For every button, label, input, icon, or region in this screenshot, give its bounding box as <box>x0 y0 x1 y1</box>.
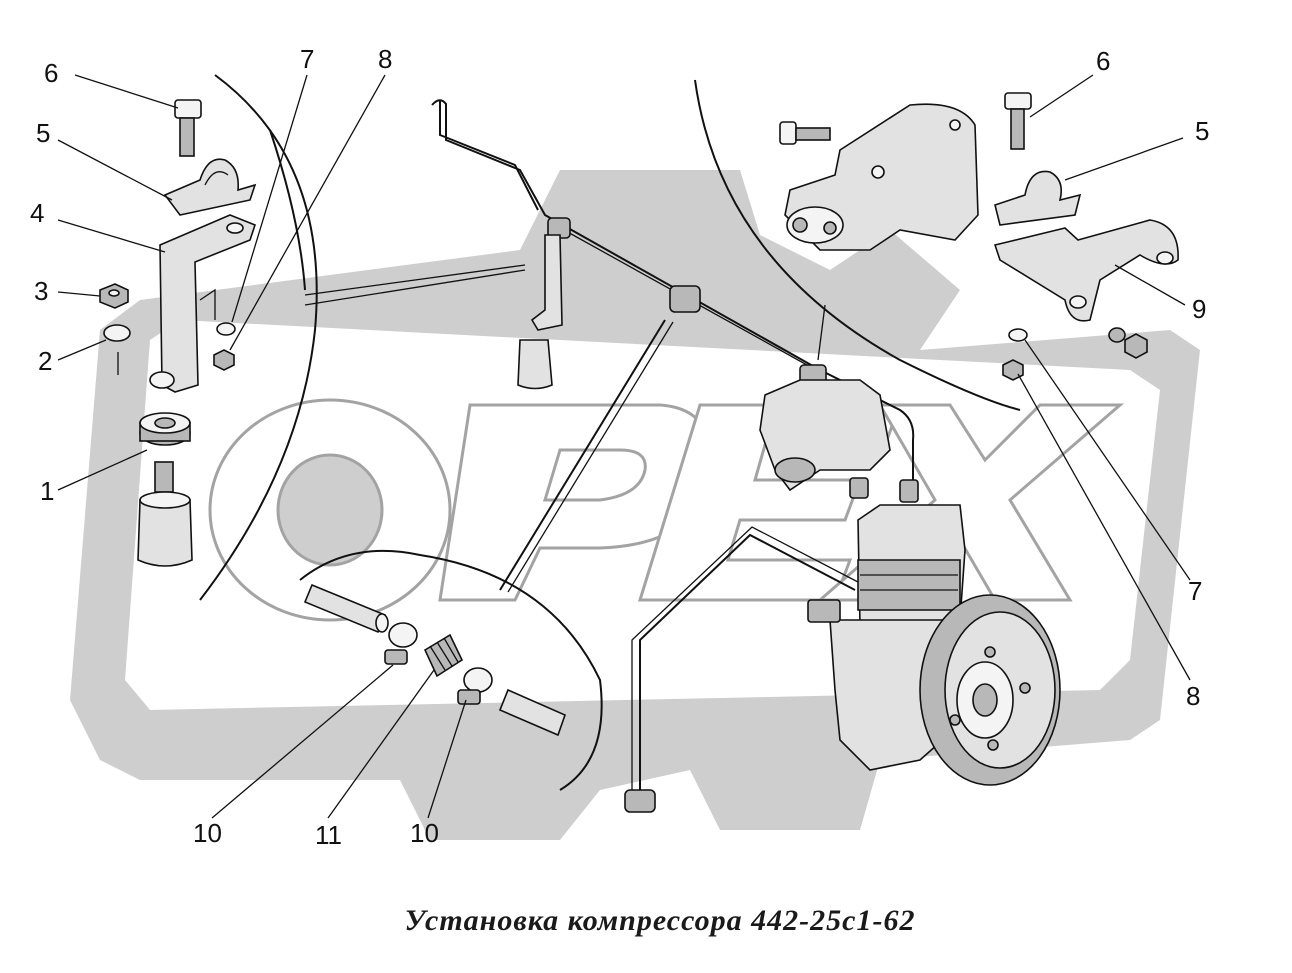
callout-labels: 6 5 4 3 2 1 7 8 6 5 9 7 8 10 11 10 <box>30 44 1209 850</box>
watermark-gear-icon <box>70 170 1200 840</box>
compressor-pulley <box>919 594 1061 786</box>
rubber-bushing <box>139 412 191 446</box>
bolt-horizontal <box>779 121 831 145</box>
callout-8-top: 8 <box>378 44 392 74</box>
callout-5-left: 5 <box>36 118 50 148</box>
pipe-clamp-1 <box>517 217 571 390</box>
callout-9: 9 <box>1192 294 1206 324</box>
mounting-stud-left <box>137 461 193 567</box>
hose-clamp-2 <box>457 667 493 705</box>
leader-lines <box>57 74 1191 819</box>
compressor-fittings <box>807 477 919 623</box>
diagram-caption: Установка компрессора 442-25с1-62 <box>405 904 916 937</box>
callout-10-right: 10 <box>410 818 439 848</box>
callout-4: 4 <box>30 198 44 228</box>
callout-6-right: 6 <box>1096 46 1110 76</box>
support-bracket-9 <box>993 219 1179 322</box>
callout-7-right: 7 <box>1188 576 1202 606</box>
l-bracket <box>149 214 256 393</box>
nut-small-left <box>213 349 235 371</box>
clamp-bracket-left <box>163 158 257 216</box>
bolt-right <box>1004 92 1032 150</box>
compressor-head-valve <box>759 379 891 492</box>
callout-3: 3 <box>34 276 48 306</box>
drain-fitting <box>624 789 656 813</box>
compressor-mount-flange <box>784 103 979 251</box>
callout-6-left: 6 <box>44 58 58 88</box>
callout-2: 2 <box>38 346 52 376</box>
washer-left <box>103 324 131 342</box>
clamp-bracket-right <box>994 170 1082 226</box>
callout-5-right: 5 <box>1195 116 1209 146</box>
callout-8-right: 8 <box>1186 681 1200 711</box>
callout-11: 11 <box>315 820 342 850</box>
bolt-left <box>174 99 202 157</box>
detail-arcs <box>199 74 1021 791</box>
watermark-text <box>208 398 1125 622</box>
hose-detail <box>303 583 566 737</box>
callout-7-top: 7 <box>300 44 314 74</box>
right-bracket-assembly <box>779 92 1179 381</box>
air-pipe-upper <box>431 99 915 500</box>
air-pipe-lower <box>499 319 859 813</box>
nut-left <box>99 283 129 309</box>
washer-small-left <box>216 322 236 336</box>
callout-1: 1 <box>40 476 54 506</box>
nuts-right <box>1108 327 1148 359</box>
hose-coupler <box>423 633 464 678</box>
hose-clamp-1 <box>384 622 418 665</box>
pipe-clamp-2 <box>669 285 701 313</box>
callout-10-left: 10 <box>193 818 222 848</box>
washer-right <box>1008 328 1028 342</box>
left-bracket-assembly <box>99 99 257 567</box>
compressor <box>759 379 1061 786</box>
